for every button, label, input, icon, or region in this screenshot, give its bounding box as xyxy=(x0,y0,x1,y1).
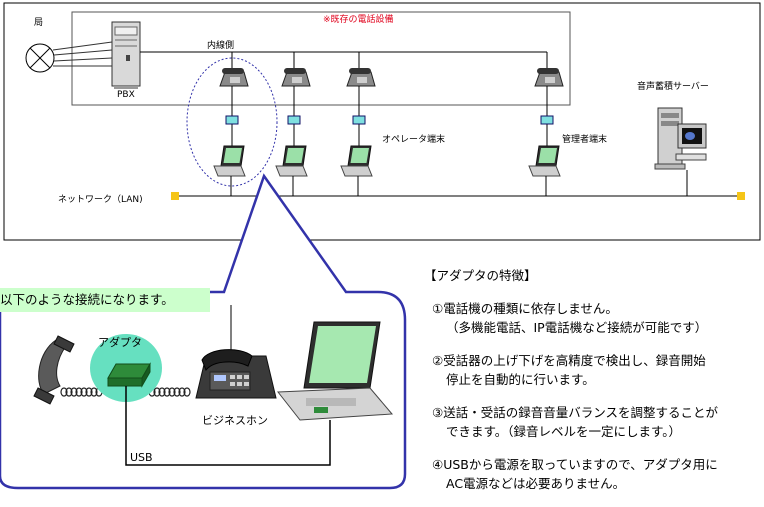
desk-phone-icon xyxy=(346,68,376,87)
laptop-icon xyxy=(213,145,246,177)
feature-line: できます。（録音レベルを一定にします。） xyxy=(446,424,682,439)
outer-frame xyxy=(3,2,761,241)
callout-text: 以下のような接続になります。 xyxy=(0,292,174,307)
adapter-icon xyxy=(225,115,239,125)
feature-line: AC電源などは必要ありません。 xyxy=(446,476,626,491)
laptop-icon xyxy=(340,145,373,177)
coiled-cord xyxy=(60,387,103,397)
desk-phone-icon xyxy=(281,68,311,87)
laptop-icon xyxy=(528,145,561,177)
trunk-lines xyxy=(52,41,113,67)
feature-item: ③送話・受話の録音音量バランスを調整することが できます。（録音レベルを一定にし… xyxy=(424,403,762,441)
business-phone-icon xyxy=(195,349,277,399)
feature-line: ①電話機の種類に依存しません。 xyxy=(432,301,618,316)
coiled-cord xyxy=(148,387,191,397)
usb-cable xyxy=(125,386,331,466)
operator-terminal-label: オペレータ端末 xyxy=(382,135,446,145)
feature-line: ③送話・受話の録音音量バランスを調整することが xyxy=(432,405,718,420)
business-phone-label: ビジネスホン xyxy=(202,414,268,427)
feature-item: ④USBから電源を取っていますので、アダプタ用に AC電源などは必要ありません。 xyxy=(424,455,762,493)
lan-endpoint xyxy=(171,192,179,200)
feature-line: ②受話器の上げ下げを高精度で検出し、録音開始 xyxy=(432,353,706,368)
handset-icon xyxy=(33,335,75,405)
adapter-icon xyxy=(107,362,151,388)
extension-drops xyxy=(231,52,548,70)
desk-phone-icon xyxy=(219,68,249,87)
feature-item: ①電話機の種類に依存しません。 （多機能電話、IP電話機など接続が可能です） xyxy=(424,299,762,337)
phone-adapter-links xyxy=(231,86,548,146)
server-label: 音声蓄積サーバー xyxy=(637,82,709,92)
lan-drops xyxy=(230,170,688,196)
usb-label: USB xyxy=(130,451,153,464)
focus-ellipse xyxy=(186,57,278,187)
office-exchange-icon xyxy=(25,43,55,73)
laptop-icon xyxy=(275,145,308,177)
feature-line: ④USBから電源を取っていますので、アダプタ用に xyxy=(432,457,718,472)
feature-line: 停止を自動的に行います。 xyxy=(446,372,595,387)
features-title: 【アダプタの特徴】 xyxy=(424,268,537,283)
laptop-icon xyxy=(277,321,394,421)
network-label: ネットワーク（LAN) xyxy=(58,195,143,205)
callout-box: 以下のような接続になります。 xyxy=(0,288,210,312)
existing-equipment-label: ※既存の電話設備 xyxy=(323,15,394,25)
features-panel: 【アダプタの特徴】 ①電話機の種類に依存しません。 （多機能電話、IP電話機など… xyxy=(424,266,762,507)
office-label: 局 xyxy=(34,18,44,28)
adapter-icon xyxy=(287,115,301,125)
pbx-label: PBX xyxy=(117,90,135,100)
server-icon xyxy=(654,107,707,170)
pbx-icon xyxy=(111,21,141,89)
manager-terminal-label: 管理者端末 xyxy=(562,135,608,145)
lan-endpoint xyxy=(737,192,745,200)
feature-line: （多機能電話、IP電話機など接続が可能です） xyxy=(446,320,708,335)
desk-phone-icon xyxy=(534,68,564,87)
extension-label: 内線側 xyxy=(207,41,235,51)
feature-item: ②受話器の上げ下げを高精度で検出し、録音開始 停止を自動的に行います。 xyxy=(424,351,762,389)
existing-equipment-box xyxy=(71,11,571,106)
adapter-icon xyxy=(540,115,554,125)
adapter-label: アダプタ xyxy=(98,336,142,349)
adapter-icon xyxy=(352,115,366,125)
